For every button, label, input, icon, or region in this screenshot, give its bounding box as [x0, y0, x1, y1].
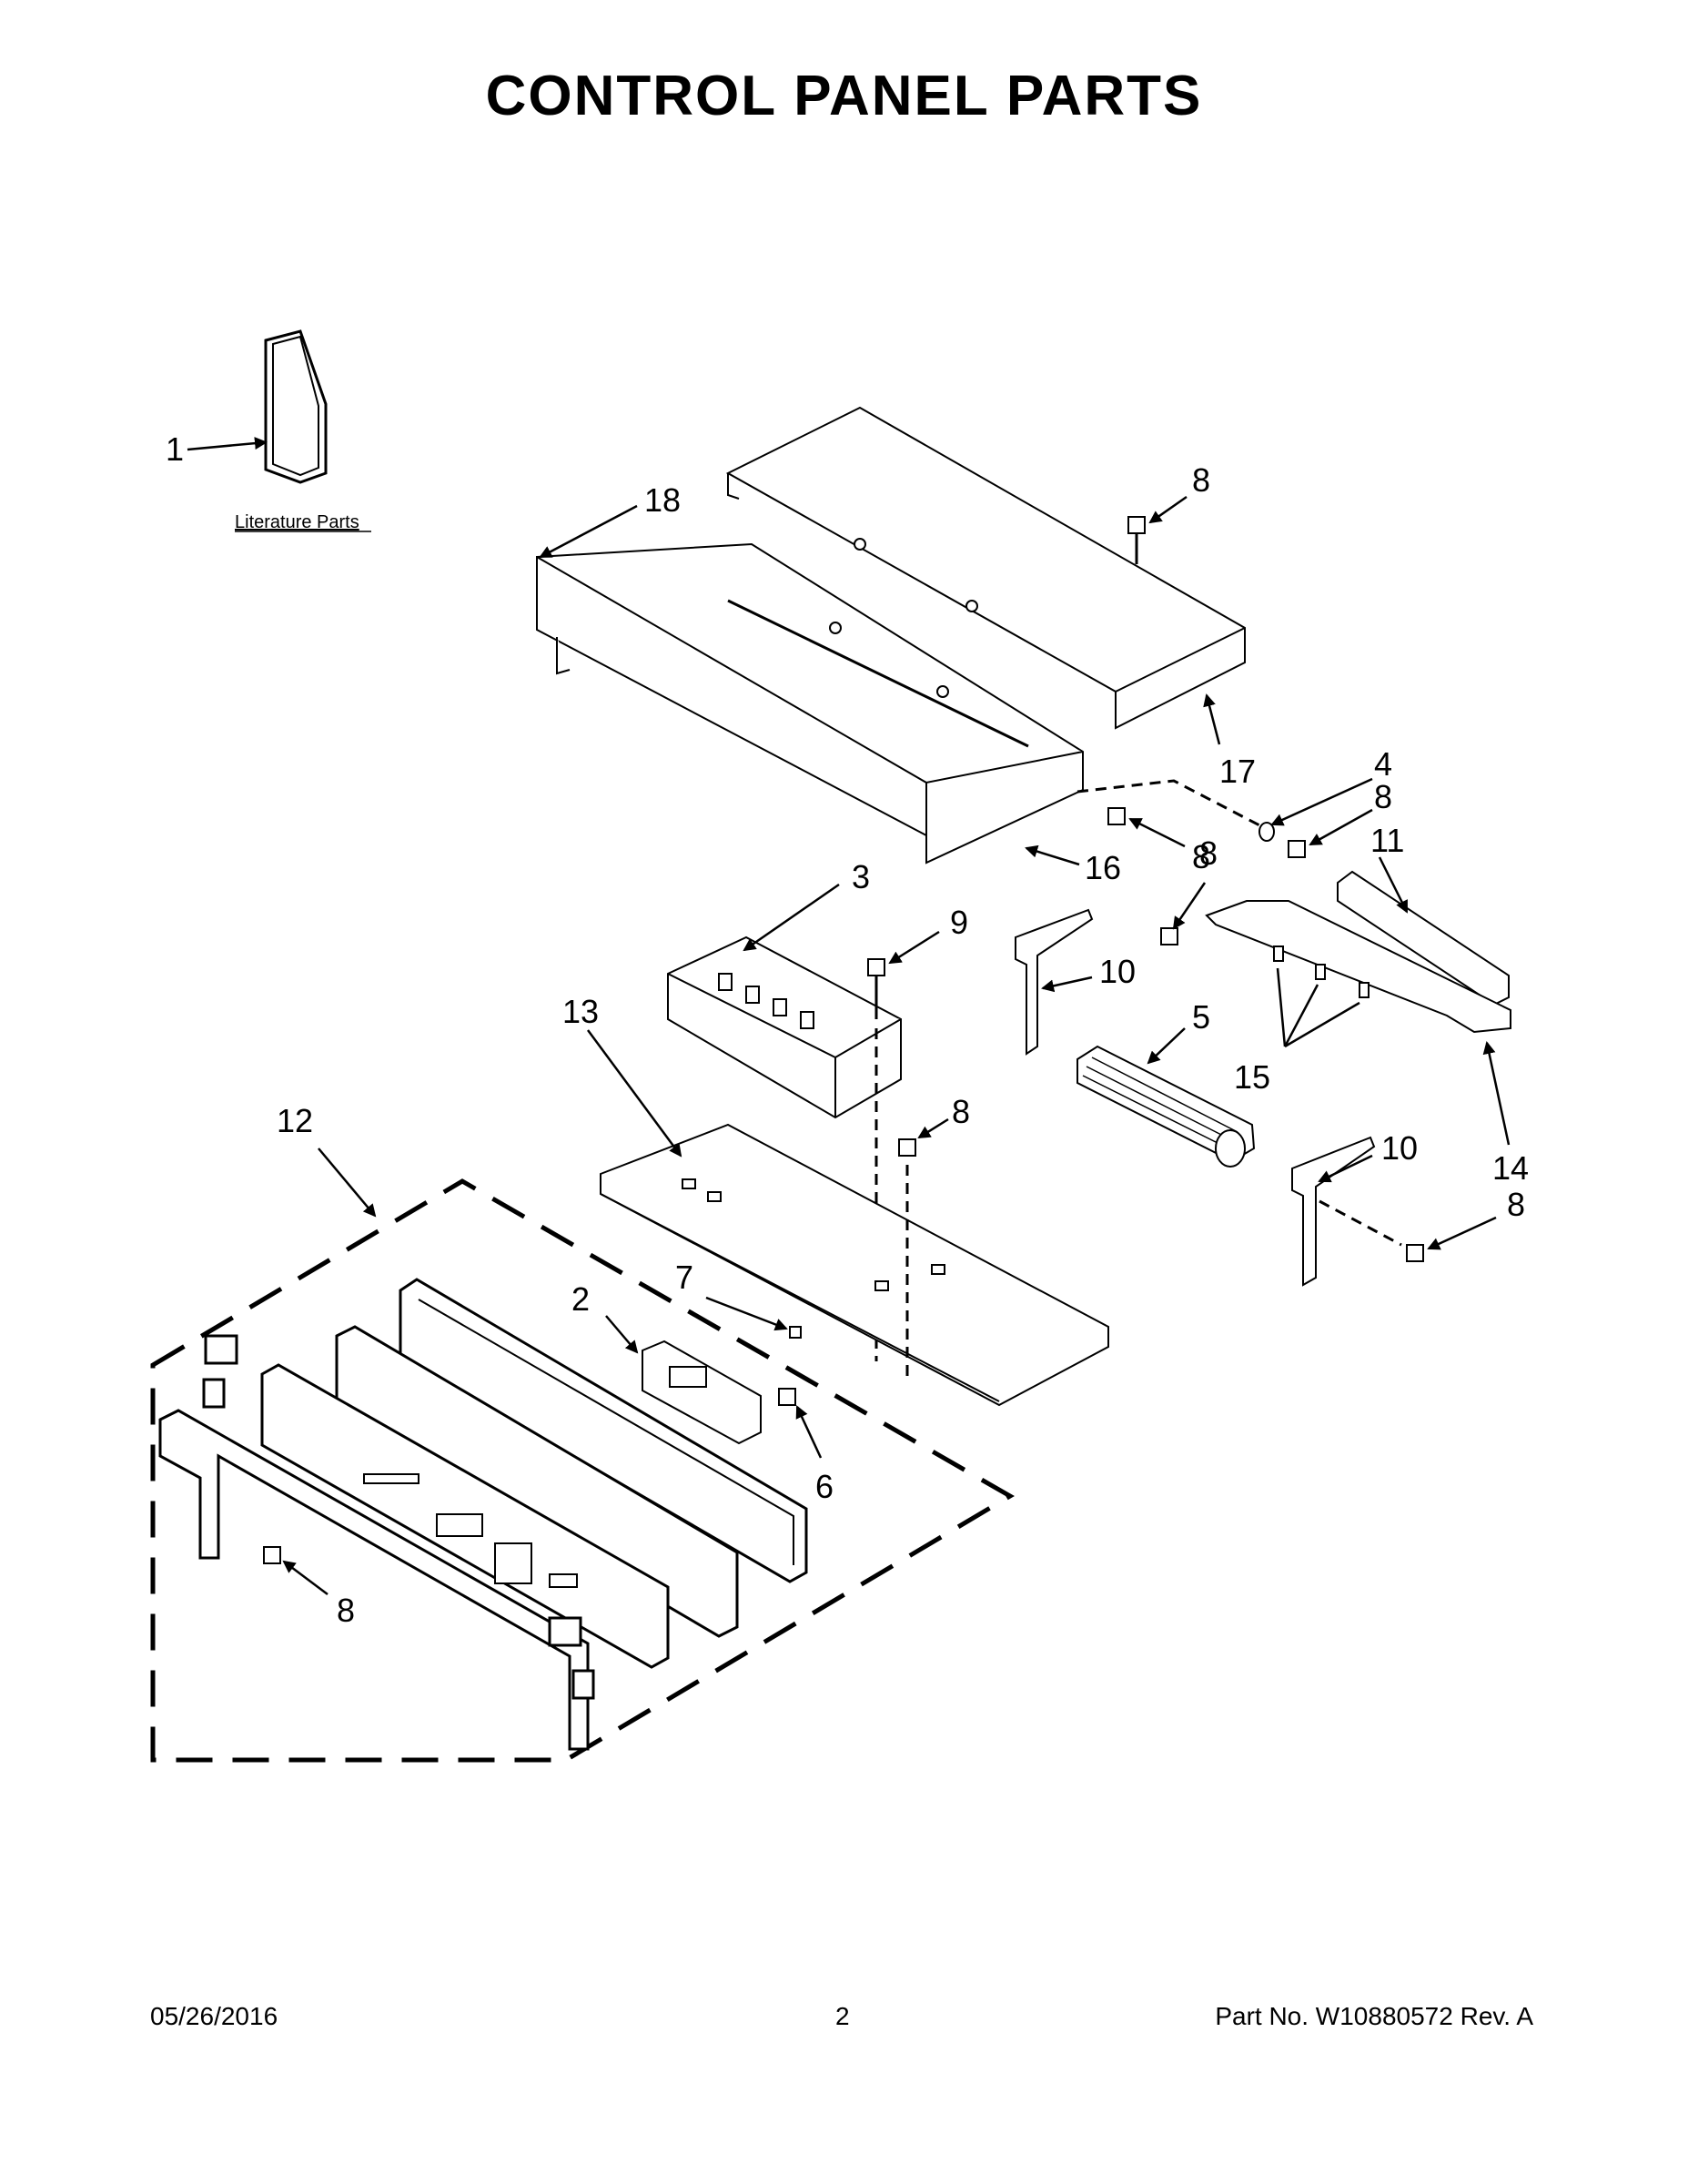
footer-date: 05/26/2016 [150, 2002, 278, 2030]
callout-8e: 8 [1507, 1186, 1525, 1223]
end-cap-left-bottom [202, 1378, 226, 1409]
callout-5: 5 [1192, 998, 1210, 1036]
callout-18: 18 [644, 481, 681, 519]
screw-9 [867, 958, 885, 1019]
callout-13: 13 [562, 993, 599, 1030]
callout-1: 1 [166, 430, 184, 468]
callout-9: 9 [950, 904, 968, 941]
footer-page-number: 2 [835, 2002, 850, 2030]
strip-11 [1337, 870, 1510, 1006]
screw-8-14 [1160, 927, 1178, 945]
callout-8f: 8 [952, 1093, 970, 1130]
bracket-14 [1205, 900, 1511, 1034]
blower-fan-5 [1076, 1045, 1256, 1168]
callout-10b: 10 [1381, 1129, 1418, 1167]
callout-14: 14 [1492, 1149, 1529, 1187]
end-cap-right-top [548, 1616, 582, 1647]
literature-booklet: 1 Literature Parts [166, 329, 371, 532]
callout-16: 16 [1085, 849, 1121, 886]
console-trim [158, 1409, 590, 1751]
screw-8-trim [263, 1546, 281, 1564]
callout-2: 2 [571, 1280, 590, 1318]
callout-6: 6 [815, 1468, 834, 1505]
control-board-3 [667, 935, 902, 1119]
screw-8-16 [1107, 807, 1126, 825]
callout-8a: 8 [1192, 461, 1210, 499]
touch-panel-overlay [260, 1363, 670, 1669]
bracket-10-upper [1015, 908, 1094, 1056]
callout-11: 11 [1370, 822, 1404, 859]
end-cap-right-bottom [571, 1669, 595, 1700]
washer-4 [1258, 822, 1275, 842]
callout-8g: 8 [337, 1592, 355, 1629]
callout-10a: 10 [1099, 953, 1136, 990]
screw-8-10 [1406, 1244, 1424, 1262]
screw-6 [778, 1388, 796, 1406]
callout-8b: 8 [1192, 838, 1210, 875]
bracket-10-lower [1291, 1136, 1376, 1287]
literature-parts-label: Literature Parts [235, 512, 359, 532]
top-panel-17 [725, 406, 1246, 730]
callout-12: 12 [277, 1102, 313, 1139]
console-assembly-outline-12 [150, 1178, 1015, 1763]
lower-panel-16 [536, 542, 1084, 864]
footer-part-number: Part No. W10880572 Rev. A [1215, 2002, 1533, 2030]
clip-7 [789, 1326, 802, 1339]
screw-8-4 [1288, 840, 1306, 858]
callout-7: 7 [675, 1259, 693, 1296]
callout-17: 17 [1219, 753, 1256, 790]
callout-8c: 8 [1374, 778, 1392, 815]
callout-3: 3 [852, 858, 870, 895]
callout-8d: 8 [1199, 834, 1218, 872]
page-title: CONTROL PANEL PARTS [485, 65, 1203, 127]
terminals-15 [1273, 945, 1370, 998]
screw-8-top [1127, 516, 1146, 564]
callout-4: 4 [1374, 745, 1392, 783]
mounting-plate-13 [600, 1123, 1109, 1407]
ui-board-2 [642, 1340, 762, 1445]
end-cap-left-top [204, 1334, 238, 1365]
screw-8-plate [898, 1138, 916, 1157]
callout-15: 15 [1234, 1058, 1270, 1096]
